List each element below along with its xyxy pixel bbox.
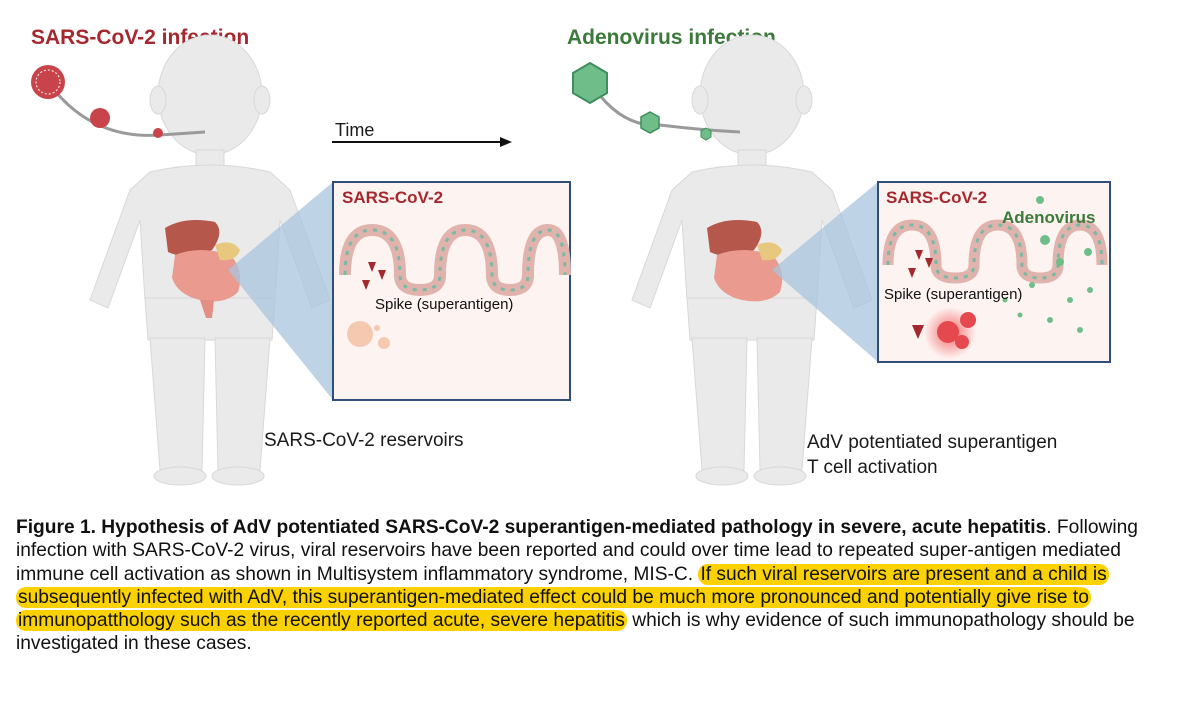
- coronavirus-icon-medium: [90, 108, 110, 128]
- activated-t-cells: [924, 307, 976, 359]
- zoom-cone-left: [228, 182, 333, 400]
- intestinal-villi-left: [339, 223, 571, 297]
- coronavirus-icon-small: [153, 128, 163, 138]
- organs-right: [707, 220, 783, 302]
- adenovirus-icon-large: [572, 61, 608, 105]
- adenovirus-infection-title: Adenovirus infection: [567, 26, 776, 49]
- spike-protein-icons-left: [362, 262, 386, 290]
- caption-plain-end: which is why evidence of such immunopath…: [16, 610, 1135, 655]
- adenovirus-icon-medium: [640, 111, 660, 134]
- figure-caption: Figure 1. Hypothesis of AdV potentiated …: [16, 516, 1188, 656]
- caption-bold-title: Figure 1. Hypothesis of AdV potentiated …: [16, 517, 1047, 538]
- time-arrow-head: [500, 137, 512, 147]
- right-figure-caption-line1: AdV potentiated superantigen: [807, 432, 1058, 453]
- right-panel-virus-label: SARS-CoV-2: [886, 188, 988, 207]
- left-figure-caption: SARS-CoV-2 reservoirs: [264, 430, 464, 451]
- left-panel-virus-label: SARS-CoV-2: [342, 188, 444, 207]
- spike-protein-icons-right: [908, 250, 933, 339]
- immune-cells-left: [347, 321, 390, 349]
- left-panel-spike-label: Spike (superantigen): [375, 296, 514, 313]
- adenovirus-icon-small: [700, 127, 712, 141]
- organs-left: [165, 220, 241, 318]
- inset-panel-left: [332, 181, 571, 401]
- caption-plain-start: . Following infection with SARS-CoV-2 vi…: [16, 517, 1138, 585]
- figure-illustration: [31, 34, 1111, 486]
- coronavirus-icon-large: [31, 65, 65, 99]
- zoom-cone-right: [772, 182, 878, 362]
- right-panel-spike-label: Spike (superantigen): [884, 286, 1023, 303]
- intestinal-villi-right: [882, 219, 1108, 284]
- adenovirus-particles-panel: [1002, 196, 1093, 333]
- time-label: Time: [335, 120, 375, 140]
- right-figure-caption-line2: T cell activation: [807, 457, 938, 478]
- right-panel-adenovirus-label: Adenovirus: [1002, 208, 1096, 227]
